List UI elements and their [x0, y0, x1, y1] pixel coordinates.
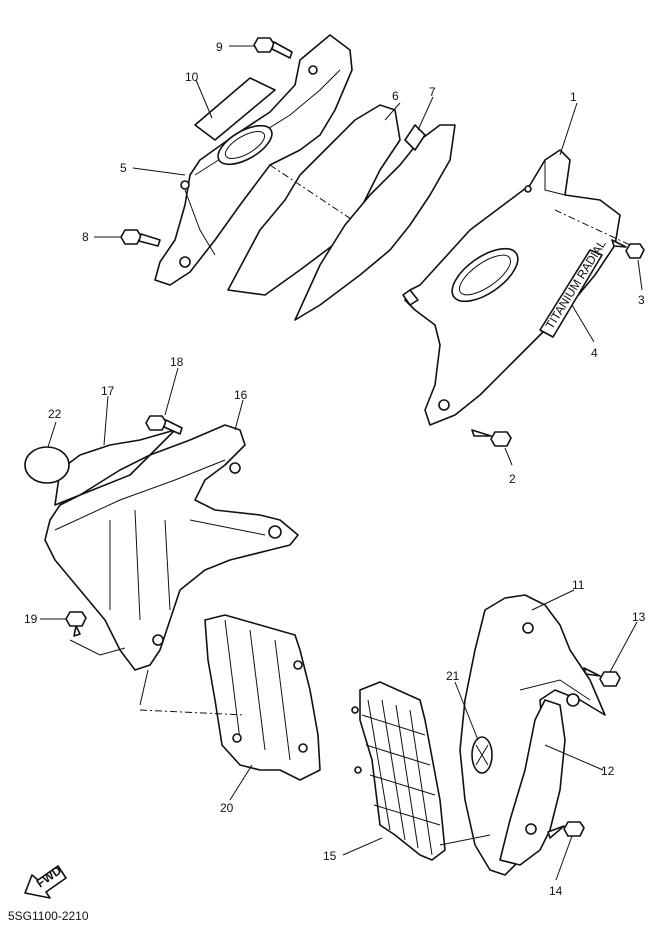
guard-20 [204, 614, 321, 781]
diagram-code: 5SG1100-2210 [8, 909, 89, 923]
callout-3: 3 [638, 293, 645, 307]
callout-4: 4 [591, 346, 598, 360]
callout-8: 8 [82, 230, 89, 244]
side-cover-decal-10 [194, 77, 276, 141]
callout-labels: 1 2 3 4 5 6 7 8 9 10 11 12 13 14 15 16 1… [24, 40, 646, 898]
callout-1: 1 [570, 90, 577, 104]
bolt-9 [253, 37, 293, 59]
left-side-cover [154, 34, 353, 286]
radiator-cover-16 [44, 424, 299, 671]
callout-19: 19 [24, 612, 38, 626]
callout-14: 14 [549, 884, 563, 898]
callout-22: 22 [48, 407, 62, 421]
bolt-8 [120, 229, 161, 247]
cap-22 [24, 446, 70, 484]
callout-12: 12 [601, 764, 615, 778]
bolt-2 [471, 429, 512, 447]
forward-arrow-icon: FWD [24, 863, 67, 899]
callout-16: 16 [234, 388, 248, 402]
callout-7: 7 [429, 85, 436, 99]
bolt-14 [547, 821, 585, 839]
callout-20: 20 [220, 801, 234, 815]
callout-11: 11 [572, 578, 585, 592]
right-side-cover-1 [402, 149, 621, 426]
callout-21: 21 [446, 669, 460, 683]
callout-18: 18 [170, 355, 184, 369]
callout-2: 2 [509, 472, 516, 486]
inner-panel-7 [294, 124, 456, 321]
callout-5: 5 [120, 161, 127, 175]
callout-17: 17 [101, 384, 115, 398]
inner-panel-6 [227, 104, 401, 296]
grille-15 [351, 681, 446, 861]
bolt-18 [145, 415, 183, 435]
callout-15: 15 [323, 849, 337, 863]
leader-lines [40, 45, 643, 881]
radiator-cover-12 [499, 699, 566, 866]
callout-6: 6 [392, 89, 399, 103]
emblem-21 [471, 736, 493, 774]
radiator-cover-17 [54, 429, 176, 506]
bolt-13 [583, 667, 621, 687]
callout-10: 10 [185, 70, 199, 84]
callout-13: 13 [632, 610, 646, 624]
callout-9: 9 [216, 40, 223, 54]
bolt-3 [611, 239, 645, 259]
bolt-19 [65, 611, 87, 637]
